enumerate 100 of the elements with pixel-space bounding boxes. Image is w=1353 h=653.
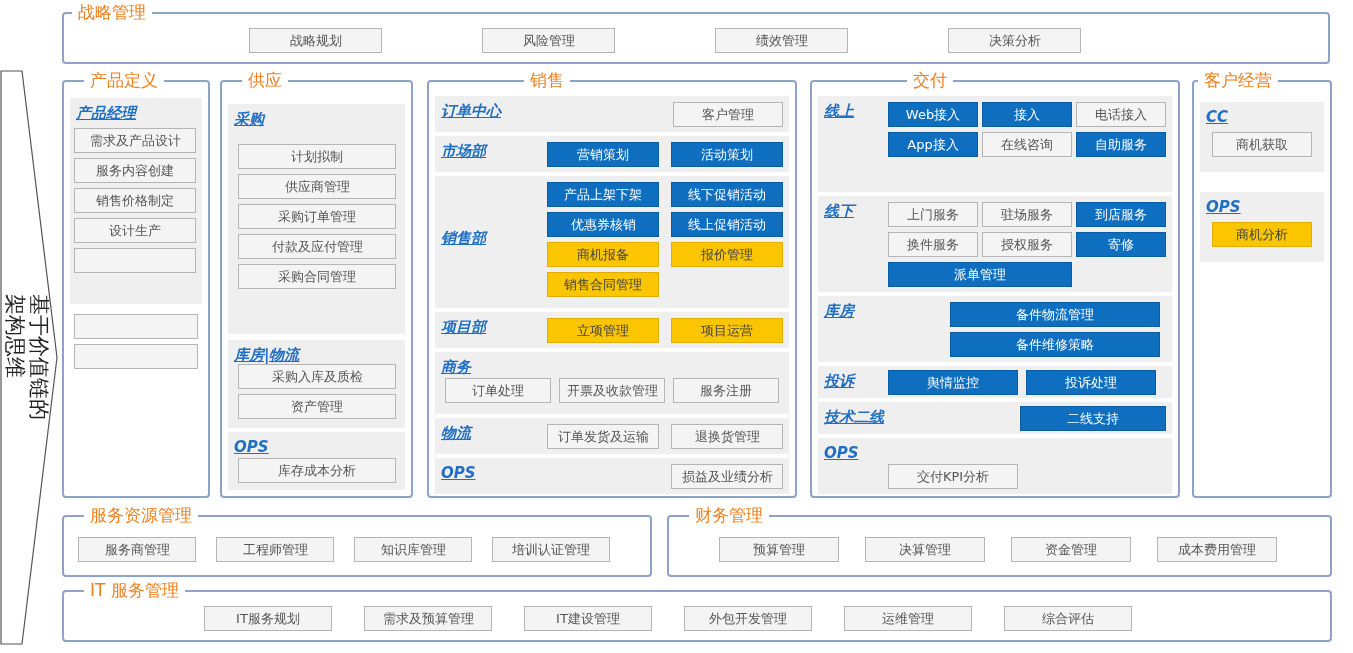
function-tile: 运维管理 — [844, 606, 972, 631]
function-tile: 线上促销活动 — [671, 212, 783, 237]
function-tile: 优惠券核销 — [547, 212, 659, 237]
function-tile: 在线咨询 — [982, 132, 1072, 157]
group-band — [818, 402, 1172, 434]
function-tile: Web接入 — [888, 102, 978, 127]
group-band — [228, 340, 405, 428]
group-band — [818, 366, 1172, 398]
group-band — [818, 296, 1172, 362]
function-tile: 驻场服务 — [982, 202, 1072, 227]
section-title: 销售 — [524, 69, 570, 91]
group-band — [435, 352, 789, 414]
function-tile: 需求及预算管理 — [364, 606, 492, 631]
function-tile: 订单发货及运输 — [547, 424, 659, 449]
group-band — [1200, 102, 1324, 172]
function-tile: 设计生产 — [74, 218, 196, 243]
function-tile: 绩效管理 — [715, 28, 848, 53]
group-band — [1200, 192, 1324, 262]
group-heading: 项目部 — [441, 317, 486, 337]
group-heading: OPS — [234, 437, 269, 457]
group-heading: OPS — [441, 463, 476, 483]
group-heading: 销售部 — [441, 228, 486, 248]
function-tile: 综合评估 — [1004, 606, 1132, 631]
group-heading: CC — [1206, 107, 1229, 127]
function-tile: 供应商管理 — [238, 174, 396, 199]
group-heading: OPS — [1206, 197, 1241, 217]
group-band — [228, 432, 405, 490]
function-tile: 计划拟制 — [238, 144, 396, 169]
section-title: 客户经营 — [1198, 69, 1278, 91]
function-tile: 服务商管理 — [78, 537, 196, 562]
function-tile: 商机报备 — [547, 242, 659, 267]
function-tile: 上门服务 — [888, 202, 978, 227]
empty-tile — [74, 314, 198, 339]
vertical-title: 基于价值链的架构思维 — [3, 293, 51, 422]
group-band — [70, 98, 202, 304]
function-tile: 销售合同管理 — [547, 272, 659, 297]
group-heading: 技术二线 — [824, 407, 884, 427]
function-tile: 接入 — [982, 102, 1072, 127]
function-tile: 开票及收款管理 — [559, 378, 665, 403]
function-tile: 备件维修策略 — [950, 332, 1160, 357]
empty-tile — [74, 344, 198, 369]
function-tile: 换件服务 — [888, 232, 978, 257]
function-tile: 工程师管理 — [216, 537, 334, 562]
function-tile: 自助服务 — [1076, 132, 1166, 157]
function-tile: 采购订单管理 — [238, 204, 396, 229]
group-heading: 库房|物流 — [234, 345, 300, 365]
section-title: 交付 — [907, 69, 953, 91]
function-tile: 需求及产品设计 — [74, 128, 196, 153]
group-heading: 产品经理 — [76, 103, 136, 123]
function-tile: 投诉处理 — [1026, 370, 1156, 395]
function-tile: 付款及应付管理 — [238, 234, 396, 259]
function-tile: 风险管理 — [482, 28, 615, 53]
function-tile: 销售价格制定 — [74, 188, 196, 213]
function-tile: 舆情监控 — [888, 370, 1018, 395]
section-title: 服务资源管理 — [84, 504, 198, 526]
group-heading: 物流 — [441, 423, 471, 443]
function-tile: 战略规划 — [249, 28, 382, 53]
function-tile: 资金管理 — [1011, 537, 1131, 562]
function-tile: 商机获取 — [1212, 132, 1312, 157]
function-tile: 到店服务 — [1076, 202, 1166, 227]
function-tile: 服务注册 — [673, 378, 779, 403]
function-tile: 成本费用管理 — [1157, 537, 1277, 562]
function-tile: 电话接入 — [1076, 102, 1166, 127]
function-tile: 采购入库及质检 — [238, 364, 396, 389]
function-tile: 服务内容创建 — [74, 158, 196, 183]
group-band — [818, 196, 1172, 292]
function-tile: 库存成本分析 — [238, 458, 396, 483]
section-title: 供应 — [242, 69, 288, 91]
group-heading: 订单中心 — [441, 101, 501, 121]
group-band — [435, 96, 789, 132]
function-tile: 营销策划 — [547, 142, 659, 167]
section-title: IT 服务管理 — [84, 579, 185, 601]
group-band — [818, 438, 1172, 494]
function-tile: 培训认证管理 — [492, 537, 610, 562]
function-tile: 产品上架下架 — [547, 182, 659, 207]
function-tile: 项目运营 — [671, 318, 783, 343]
function-tile: 商机分析 — [1212, 222, 1312, 247]
function-tile: 寄修 — [1076, 232, 1166, 257]
function-tile: 二线支持 — [1020, 406, 1166, 431]
function-tile: 授权服务 — [982, 232, 1072, 257]
function-tile: 交付KPI分析 — [888, 464, 1018, 489]
function-tile: 客户管理 — [673, 102, 783, 127]
group-band — [435, 312, 789, 348]
function-tile: 订单处理 — [445, 378, 551, 403]
function-tile: 损益及业绩分析 — [671, 464, 783, 489]
function-tile: 报价管理 — [671, 242, 783, 267]
group-heading: 市场部 — [441, 141, 486, 161]
group-band — [435, 458, 789, 494]
function-tile: App接入 — [888, 132, 978, 157]
group-heading: 投诉 — [824, 371, 854, 391]
function-tile: 备件物流管理 — [950, 302, 1160, 327]
function-tile: 采购合同管理 — [238, 264, 396, 289]
function-tile: 退换货管理 — [671, 424, 783, 449]
group-band — [818, 96, 1172, 192]
function-tile: 知识库管理 — [354, 537, 472, 562]
group-heading: 商务 — [441, 357, 471, 377]
function-tile: 活动策划 — [671, 142, 783, 167]
function-tile: 派单管理 — [888, 262, 1072, 287]
function-tile: 线下促销活动 — [671, 182, 783, 207]
function-tile: IT服务规划 — [204, 606, 332, 631]
